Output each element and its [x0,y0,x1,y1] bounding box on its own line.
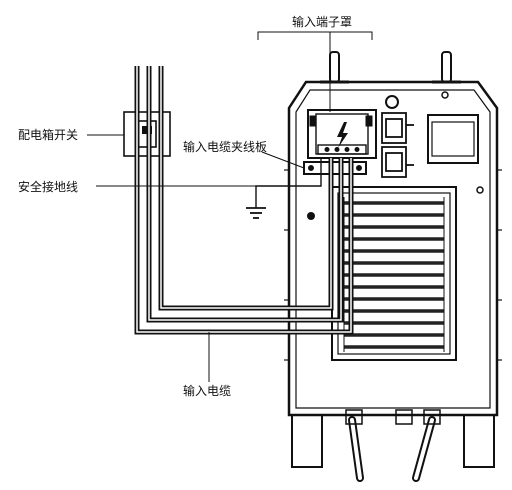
output-cables [345,409,441,482]
right-handle [441,51,452,83]
label-ground-wire: 安全接地线 [18,180,79,194]
lifting-handles [320,51,461,84]
ground-wire [246,158,322,219]
label-distribution-switch: 配电箱开关 [18,128,79,142]
input-cables [134,66,354,335]
cable-clamp-plate [303,161,367,175]
lightning-bolt-icon [337,122,348,148]
label-terminal-cover: 输入端子罩 [292,15,353,29]
label-cable-clamp: 输入电缆夹线板 [183,140,268,154]
machine-switches [381,112,414,178]
machine-body [284,80,502,468]
display-window [427,114,479,164]
terminal-cover [307,109,377,159]
terminal-cover-bracket [257,31,373,40]
leader-lines [87,31,373,382]
ground-icon [246,207,266,219]
left-handle [329,51,340,83]
label-input-cable: 输入电缆 [183,384,232,398]
